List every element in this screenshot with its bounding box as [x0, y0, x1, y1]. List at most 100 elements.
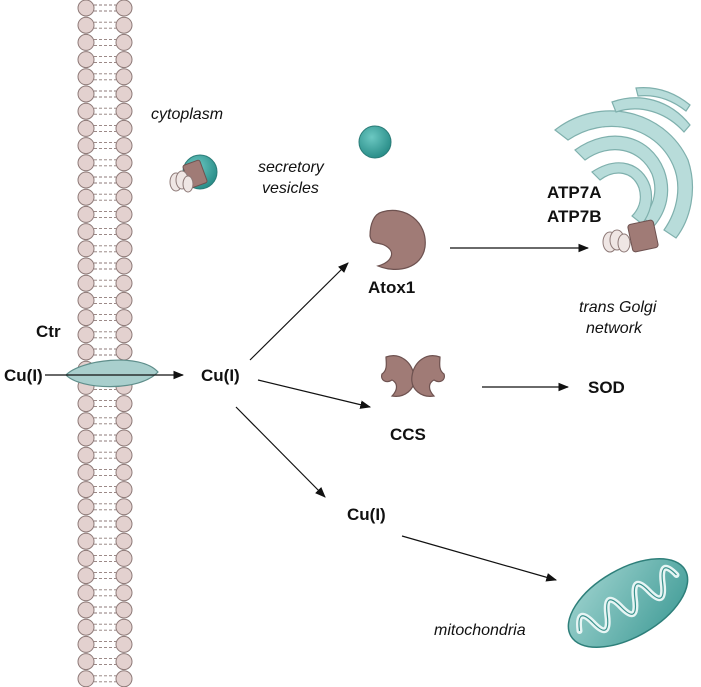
lipid-head	[115, 240, 133, 258]
lipid-head	[77, 412, 95, 430]
lipid-head	[77, 567, 95, 585]
lipid-head	[77, 549, 95, 567]
lipid-head	[115, 154, 133, 172]
label-cu-mito: Cu(I)	[347, 505, 386, 524]
lipid-head	[77, 584, 95, 602]
lipid-head	[77, 446, 95, 464]
label-network: network	[586, 320, 643, 337]
lipid-head	[77, 51, 95, 69]
lipid-head	[77, 291, 95, 309]
lipid-head	[115, 205, 133, 223]
lipid-head	[115, 102, 133, 120]
lipid-head	[77, 481, 95, 499]
lipid-head	[115, 601, 133, 619]
lipid-head	[115, 309, 133, 327]
mitochondrion	[567, 558, 689, 648]
label-cytoplasm: cytoplasm	[151, 106, 224, 123]
label-ctr: Ctr	[36, 322, 61, 341]
lipid-head	[115, 257, 133, 275]
label-secretory: secretory	[258, 159, 324, 176]
lipid-head	[77, 137, 95, 155]
lipid-head	[115, 0, 133, 17]
lipid-head	[115, 223, 133, 241]
vesicle-with-atpase	[169, 154, 218, 193]
lipid-head	[77, 326, 95, 344]
lipid-head	[115, 171, 133, 189]
lipid-head	[77, 171, 95, 189]
lipid-head	[115, 635, 133, 653]
lipid-head	[115, 326, 133, 344]
label-atp7a: ATP7A	[547, 183, 602, 202]
lipid-head	[77, 33, 95, 51]
arrow-cu-to-ccs	[257, 379, 372, 409]
label-sod: SOD	[588, 378, 625, 397]
label-atox1: Atox1	[368, 278, 416, 297]
arrow-cu-to-mitochondria	[401, 535, 558, 582]
lipid-head	[115, 670, 133, 687]
lipid-head	[115, 188, 133, 206]
lipid-head	[77, 0, 95, 17]
label-atp7b: ATP7B	[547, 207, 602, 226]
lipid-head	[115, 618, 133, 636]
lipid-head	[77, 240, 95, 258]
lipid-head	[115, 68, 133, 86]
lipid-head	[115, 446, 133, 464]
lipid-head	[77, 532, 95, 550]
arrow-cu-to-atox1	[249, 262, 349, 361]
lipid-head	[77, 257, 95, 275]
lipid-head	[115, 653, 133, 671]
lipid-head	[115, 51, 133, 69]
lipid-head	[77, 498, 95, 516]
lipid-head	[115, 584, 133, 602]
lipid-head	[115, 85, 133, 103]
arrows	[45, 243, 590, 582]
lipid-head	[77, 429, 95, 447]
lipid-head	[77, 653, 95, 671]
ccs-chaperone	[381, 355, 445, 397]
lipid-head	[77, 670, 95, 687]
lipid-head	[115, 532, 133, 550]
arrow-cu-to-mito-cu	[235, 406, 326, 498]
lipid-head	[115, 412, 133, 430]
label-vesicles: vesicles	[262, 180, 319, 197]
lipid-head	[77, 274, 95, 292]
lipid-head	[115, 429, 133, 447]
golgi-atpase	[602, 219, 659, 253]
label-cu-center: Cu(I)	[201, 366, 240, 385]
lipid-head	[77, 635, 95, 653]
lipid-head	[77, 463, 95, 481]
lipid-head	[77, 102, 95, 120]
lipid-head	[115, 343, 133, 361]
ctr-transporter	[65, 359, 159, 388]
lipid-head	[115, 16, 133, 34]
lipid-head	[77, 395, 95, 413]
lipid-head	[115, 498, 133, 516]
lipid-head	[77, 205, 95, 223]
lipid-head	[77, 119, 95, 137]
lipid-head	[77, 618, 95, 636]
lipid-head	[77, 223, 95, 241]
lipid-head	[115, 137, 133, 155]
lipid-head	[115, 119, 133, 137]
lipid-head	[77, 515, 95, 533]
lipid-head	[77, 16, 95, 34]
lipid-head	[115, 549, 133, 567]
lipid-head	[77, 68, 95, 86]
lipid-head	[115, 395, 133, 413]
secretory-vesicle	[358, 125, 392, 159]
atox1-chaperone	[369, 209, 426, 270]
lipid-head	[77, 601, 95, 619]
lipid-head	[77, 309, 95, 327]
lipid-head	[77, 154, 95, 172]
label-mitochondria: mitochondria	[434, 622, 526, 639]
lipid-head	[115, 481, 133, 499]
label-ccs: CCS	[390, 425, 426, 444]
lipid-head	[77, 85, 95, 103]
lipid-head	[115, 33, 133, 51]
lipid-head	[77, 343, 95, 361]
lipid-head	[115, 291, 133, 309]
cell-membrane-lipid-bilayer	[77, 0, 133, 687]
lipid-head	[115, 274, 133, 292]
label-cu-outside: Cu(I)	[4, 366, 43, 385]
